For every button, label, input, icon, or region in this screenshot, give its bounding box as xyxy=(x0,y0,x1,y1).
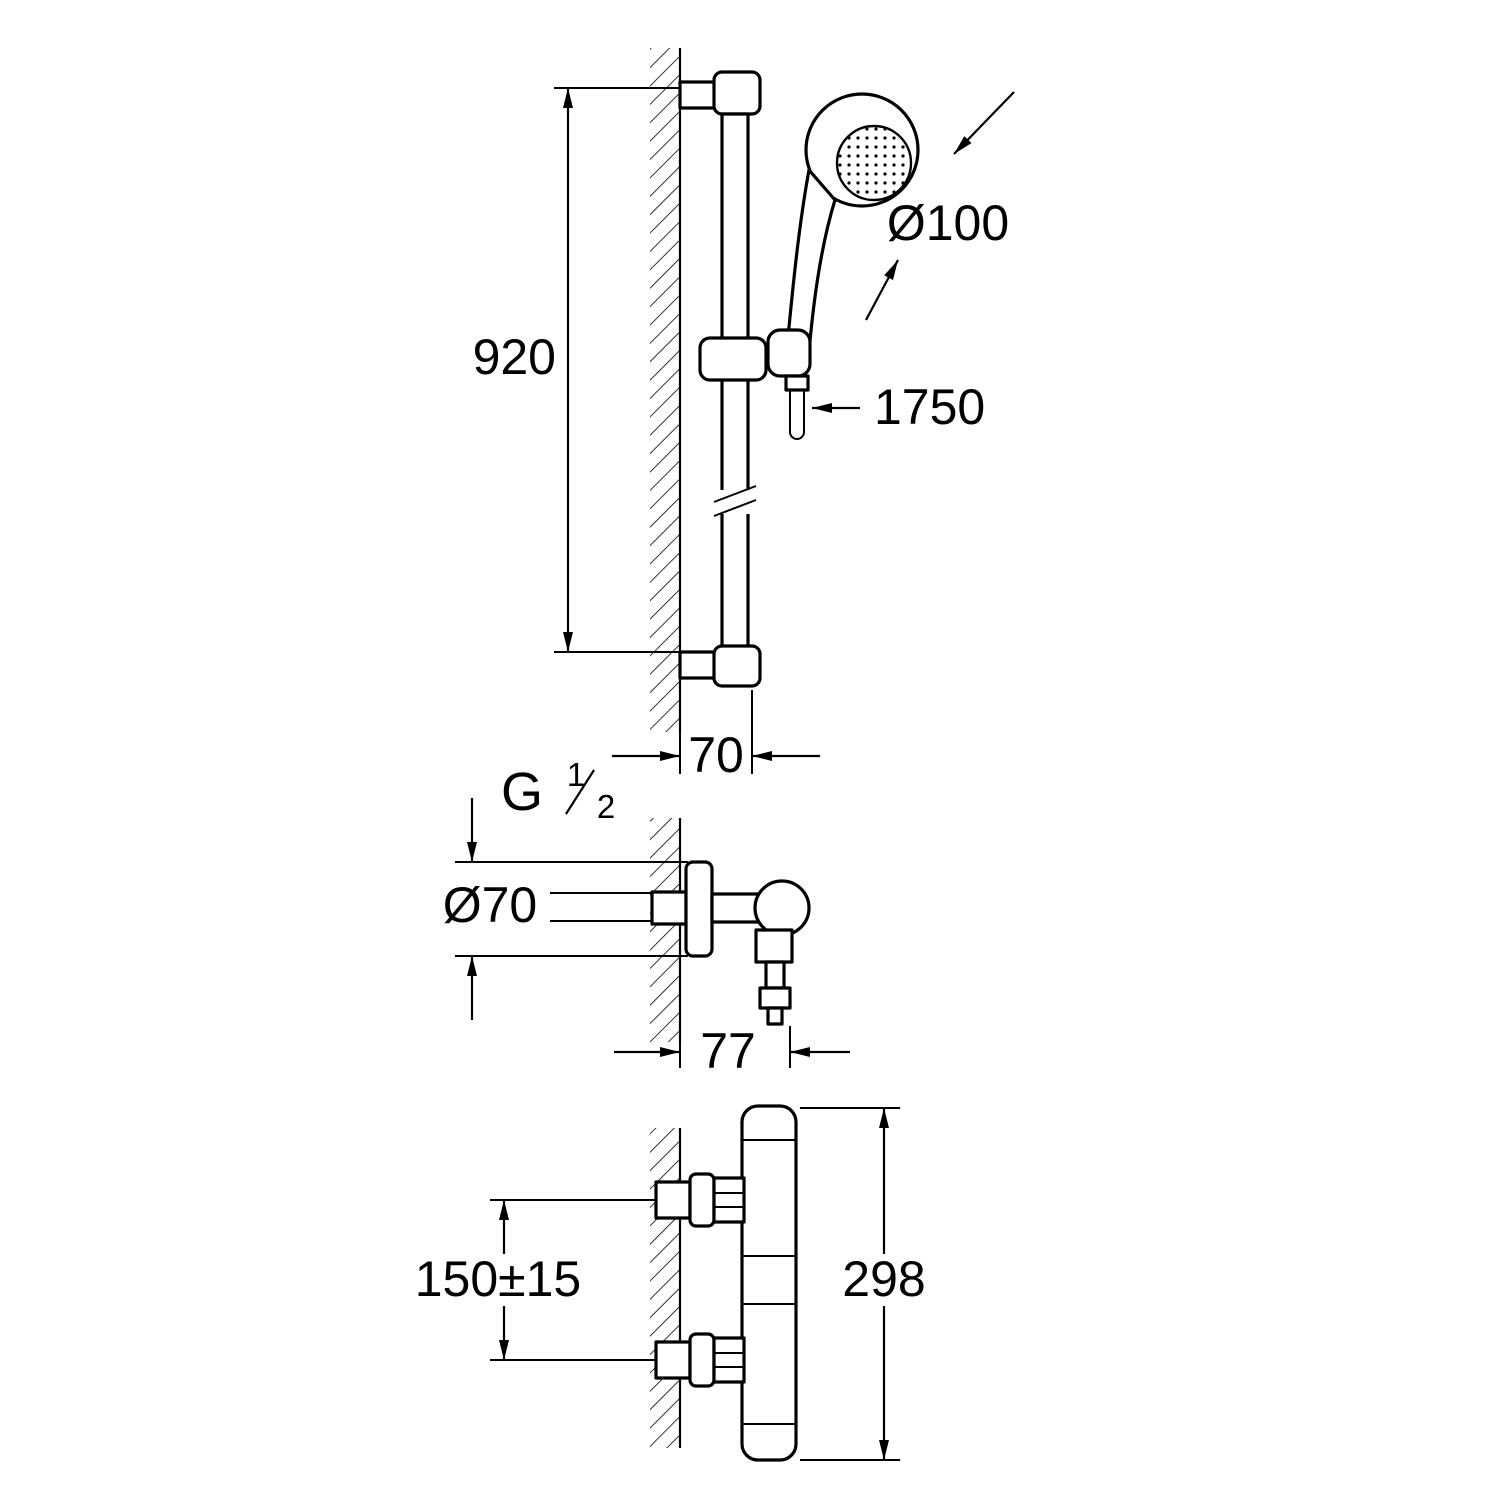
dim-label-rail-height: 920 xyxy=(473,329,556,385)
rail-bottom-arm xyxy=(678,650,720,680)
inlet-nut xyxy=(712,1336,746,1384)
thread-denominator-label: 2 xyxy=(597,788,615,825)
dim-label-rail-offset: 70 xyxy=(688,727,744,783)
wall-section-top xyxy=(650,48,682,732)
dim-label-valve-height: 298 xyxy=(842,1251,925,1307)
inlet-nut xyxy=(712,1176,746,1224)
dim-valve-depth: 77 xyxy=(614,1023,850,1079)
wall-section-bottom xyxy=(650,1128,682,1448)
dim-label-hose-length: 1750 xyxy=(874,379,985,435)
rail-top-arm xyxy=(678,80,720,110)
wall-section-middle xyxy=(650,818,682,1042)
inlet-square xyxy=(654,1180,692,1220)
shower-mixer-side xyxy=(650,860,811,1026)
dim-label-inlet-spacing: 150±15 xyxy=(415,1251,581,1307)
dim-thread-size: G 1 2 xyxy=(501,756,615,825)
dim-label-valve-depth: 77 xyxy=(700,1023,756,1079)
dim-rail-offset: 70 xyxy=(612,690,820,783)
inlet-square xyxy=(654,1340,692,1380)
thread-numerator-label: 1 xyxy=(567,756,585,793)
dim-label-escutcheon-diameter: Ø70 xyxy=(443,877,538,933)
mixer-outlet-tip xyxy=(766,1006,784,1026)
dim-rail-height: 920 xyxy=(473,87,706,653)
inlet-escutcheon xyxy=(688,1172,716,1228)
dim-label-head-diameter: Ø100 xyxy=(887,195,1009,251)
rail-bottom-bracket xyxy=(712,644,762,688)
thread-letter-label: G xyxy=(501,762,543,822)
mixer-inlet-square xyxy=(650,890,688,926)
mixer-outlet-nut xyxy=(758,986,792,1010)
mixer-outlet-pipe xyxy=(764,960,786,990)
spray-face xyxy=(835,124,913,202)
shower-hose xyxy=(784,374,810,440)
mixer-knob xyxy=(753,879,811,937)
dim-escutcheon-diameter: Ø70 xyxy=(443,798,688,1020)
mixer-escutcheon xyxy=(684,860,714,958)
inlet-connection-top xyxy=(654,1172,746,1228)
inlet-connection-bottom xyxy=(654,1332,746,1388)
hand-shower xyxy=(766,92,920,378)
dim-hose-length: 1750 xyxy=(812,379,985,435)
slider-holder xyxy=(698,336,768,382)
dim-head-diameter: Ø100 xyxy=(865,91,1015,321)
thermostat-body xyxy=(740,1104,798,1462)
inlet-escutcheon xyxy=(688,1332,716,1388)
hose-nut xyxy=(784,374,810,392)
dim-valve-height: 298 xyxy=(800,1107,926,1461)
dim-inlet-spacing: 150±15 xyxy=(415,1199,654,1361)
holder-ring xyxy=(766,328,812,378)
mixer-outlet-elbow xyxy=(754,928,794,964)
shower-rail xyxy=(678,70,768,688)
rail-top-bracket xyxy=(712,70,762,116)
